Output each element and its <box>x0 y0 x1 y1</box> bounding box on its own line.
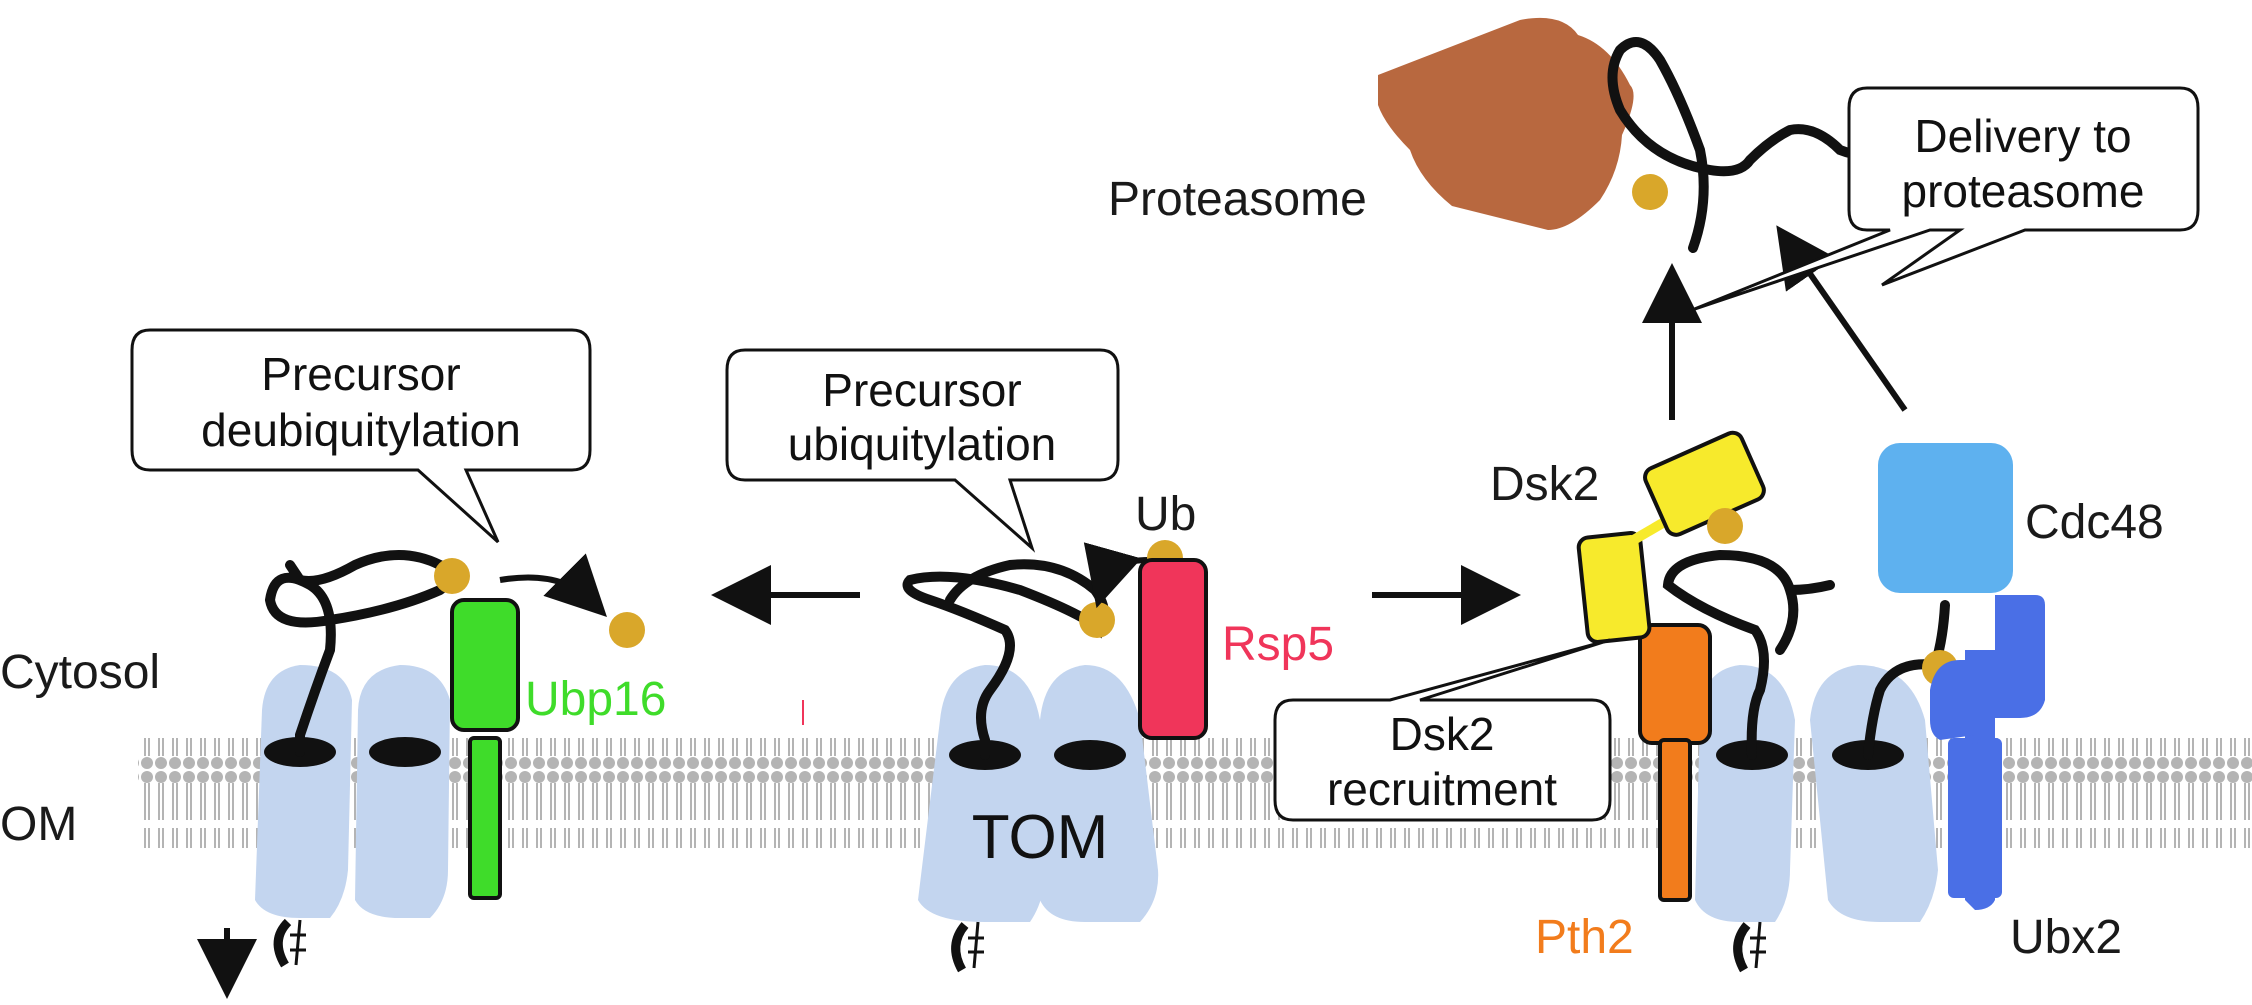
precursor-chain-right <box>1662 549 1835 760</box>
callout-delivery-line2: proteasome <box>1902 165 2145 217</box>
callout-delivery: Delivery to proteasome <box>1691 86 2200 312</box>
precursor-chain-center <box>902 559 1109 760</box>
precursor-in-proteasome <box>1607 37 1895 253</box>
callout-dsk2-recruitment: Dsk2 recruitment <box>1273 638 1612 822</box>
callout-ubiquitylation: Precursor ubiquitylation <box>725 348 1120 553</box>
rsp5-label: Rsp5 <box>1222 618 1334 671</box>
callout-delivery-line1: Delivery to <box>1914 110 2131 162</box>
precursor-chain-cdc48 <box>1863 600 1950 760</box>
matrix-anchor-center <box>951 921 984 973</box>
ubiquitin-proteasome <box>1632 174 1668 210</box>
tom-complex-center <box>918 665 1159 922</box>
precursor-chain-left <box>264 550 453 757</box>
proteasome-label: Proteasome <box>1108 173 1367 226</box>
callout-deubiquitylation-line2: deubiquitylation <box>201 404 521 456</box>
callout-dsk2-recruitment-line1: Dsk2 <box>1390 708 1495 760</box>
matrix-anchor-left <box>273 918 306 968</box>
om-label: OM <box>0 798 77 851</box>
ubp16 <box>450 598 520 732</box>
ubp16-tm <box>468 736 502 900</box>
matrix-anchor-right <box>1733 921 1766 973</box>
ubp16-label: Ubp16 <box>525 673 666 726</box>
release-arrow <box>499 553 607 617</box>
rsp5 <box>1138 558 1208 740</box>
callout-ubiquitylation-line1: Precursor <box>822 364 1021 416</box>
ubiquitin-released <box>609 612 645 648</box>
ubiquitin-center <box>1079 602 1115 638</box>
callout-deubiquitylation: Precursor deubiquitylation <box>130 328 592 544</box>
ubiquitin <box>434 558 470 594</box>
pth2-tm <box>1658 738 1692 902</box>
ubx2-label: Ubx2 <box>2010 911 2122 964</box>
ub-transfer-arrow <box>1083 542 1149 609</box>
cdc48-label: Cdc48 <box>2025 496 2164 549</box>
tom-complex-left <box>255 665 450 918</box>
dsk2 <box>1576 430 1766 644</box>
arrow-cdc48-up <box>1776 225 1908 412</box>
outer-membrane <box>138 738 2252 848</box>
cdc48 <box>1878 443 2013 593</box>
tom-complex-right <box>1695 665 1938 922</box>
proteasome <box>1378 17 1634 230</box>
callout-deubiquitylation-line1: Precursor <box>261 348 460 400</box>
callout-ubiquitylation-line2: ubiquitylation <box>788 418 1057 470</box>
tom-label: TOM <box>972 803 1109 872</box>
ub-label: Ub <box>1135 488 1196 541</box>
dsk2-label: Dsk2 <box>1490 458 1599 511</box>
ubx2 <box>1930 595 2045 910</box>
callout-dsk2-recruitment-line2: recruitment <box>1327 763 1557 815</box>
pth2-label: Pth2 <box>1535 911 1634 964</box>
pth2 <box>1638 623 1712 745</box>
cytosol-label: Cytosol <box>0 646 160 699</box>
